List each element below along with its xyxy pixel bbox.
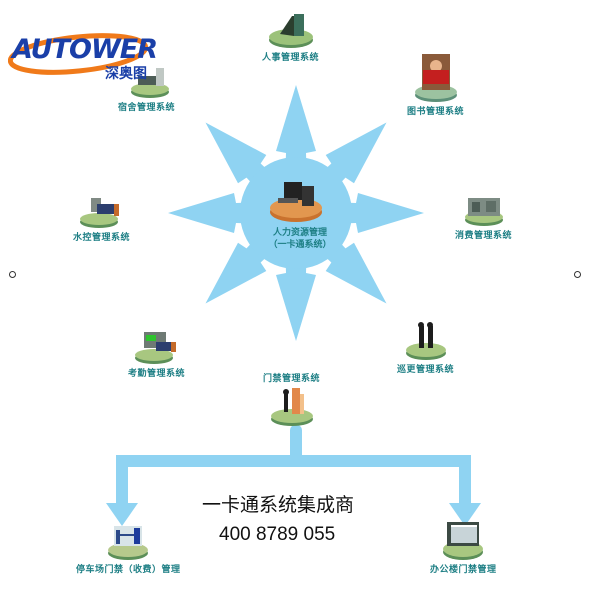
- time-clock-icon: [134, 332, 176, 364]
- right-resize-handle[interactable]: [574, 271, 581, 278]
- logo-brand-text: AUTOWER: [12, 34, 158, 65]
- node-personnel: 人事管理系统: [262, 10, 319, 63]
- dormitory-icon: [130, 68, 169, 98]
- parking-gate-icon: [108, 526, 149, 560]
- node-label: 水控管理系统: [73, 233, 131, 243]
- promo-phone: 400 8789 055: [219, 524, 336, 545]
- water-control-icon: [79, 198, 119, 228]
- node-attendance: 考勤管理系统: [128, 330, 185, 379]
- center-hub-subtitle: （一卡通系统）: [268, 240, 332, 250]
- node-label: 门禁管理系统: [263, 374, 321, 384]
- node-label: 巡更管理系统: [397, 365, 455, 375]
- node-label: 考勤管理系统: [128, 369, 186, 379]
- node-patrol: 巡更管理系统: [397, 320, 454, 375]
- node-label: 人事管理系统: [262, 53, 320, 63]
- security-guards-icon: [405, 322, 446, 360]
- office-terminal-icon: [268, 14, 313, 48]
- office-gate-icon: [443, 522, 484, 560]
- door-access-icon: [270, 388, 313, 426]
- node-consumption: 消费管理系统: [455, 194, 512, 241]
- node-dormitory: 宿舍管理系统: [118, 66, 175, 113]
- cafeteria-icon: [464, 198, 503, 226]
- node-label: 停车场门禁（收费）管理: [76, 565, 181, 575]
- node-label: 消费管理系统: [455, 231, 513, 241]
- reading-person-icon: [414, 54, 457, 102]
- node-water: 水控管理系统: [73, 196, 130, 243]
- center-hub-label: 人力资源管理 （一卡通系统）: [250, 227, 350, 251]
- node-parking: 停车场门禁（收费）管理: [76, 522, 181, 575]
- node-office: 办公楼门禁管理: [430, 520, 497, 575]
- node-label: 图书管理系统: [407, 107, 465, 117]
- node-access: 门禁管理系统: [263, 371, 320, 428]
- promo-title: 一卡通系统集成商: [202, 494, 355, 516]
- node-label: 办公楼门禁管理: [430, 565, 497, 575]
- logo-chinese-text: 深奥图: [105, 66, 147, 82]
- node-label: 宿舍管理系统: [118, 103, 176, 113]
- center-hub-title: 人力资源管理: [272, 228, 327, 238]
- autower-logo: AUTOWER 深奥图: [8, 33, 158, 82]
- center-hub-icon: [268, 178, 324, 228]
- node-library: 图书管理系统: [407, 52, 464, 117]
- left-resize-handle[interactable]: [9, 271, 16, 278]
